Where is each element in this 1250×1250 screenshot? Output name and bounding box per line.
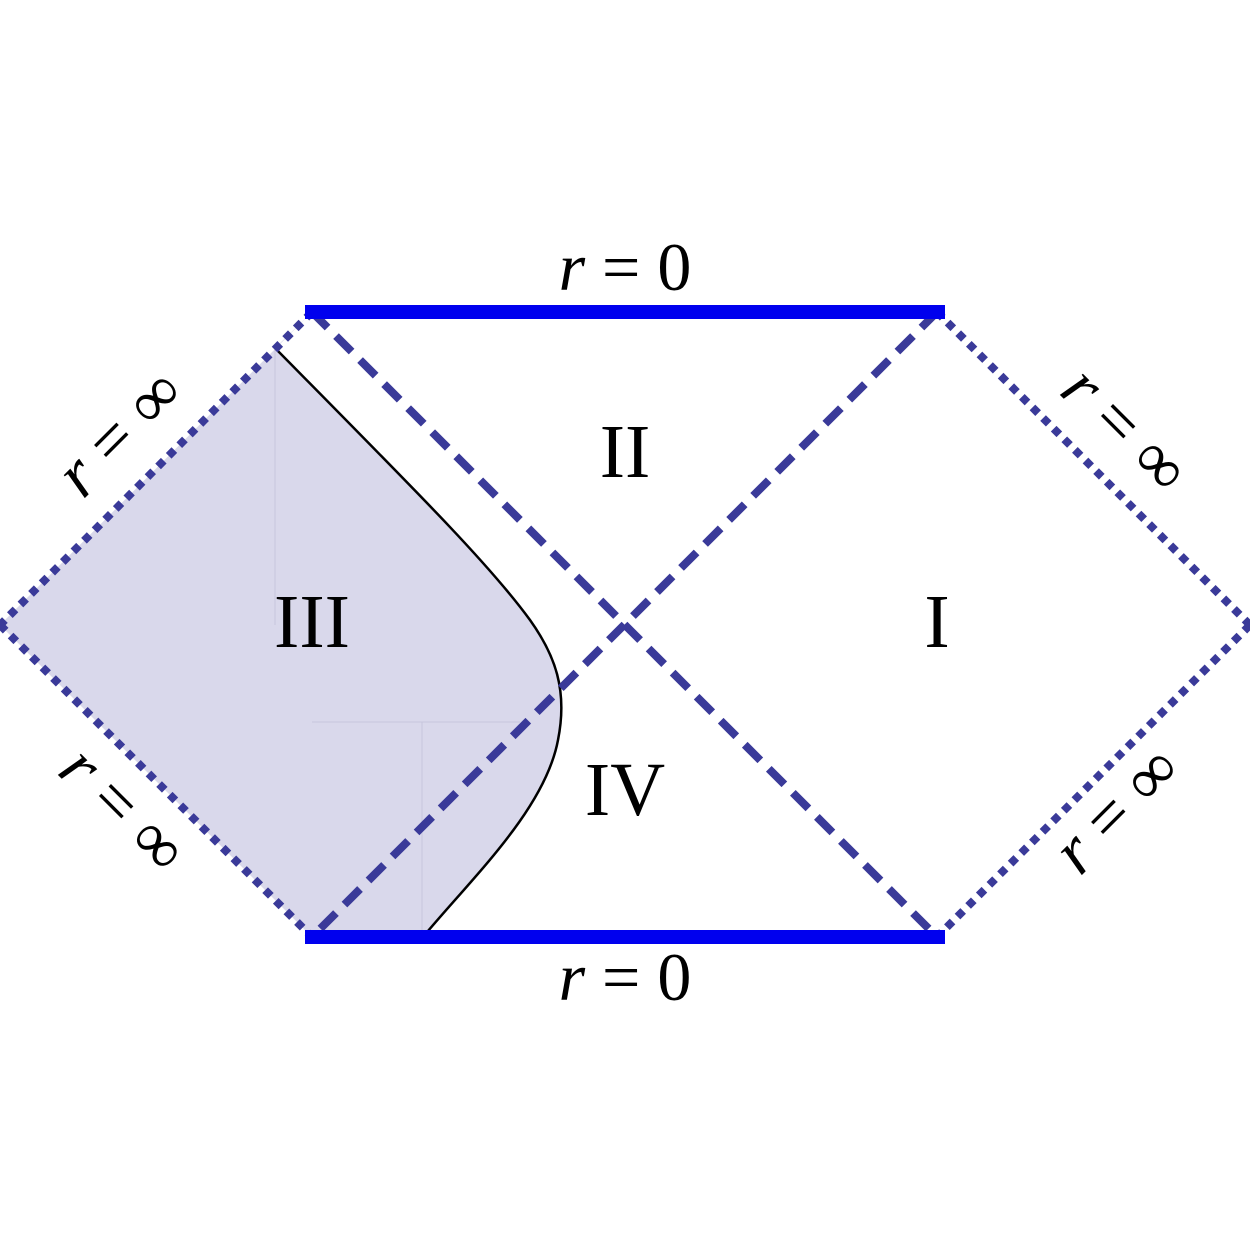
null-infinity	[0, 309, 1250, 940]
label-singularity-bottom: r = 0	[559, 939, 692, 1015]
label-infinity-upper-right: r = ∞	[1047, 350, 1205, 508]
region-label-IV: IV	[585, 748, 665, 832]
label-singularity-top: r = 0	[559, 229, 692, 305]
scri-lower-left	[0, 622, 315, 940]
horizon-future-right	[309, 309, 940, 940]
singularities	[305, 305, 945, 944]
shaded-region	[0, 312, 562, 937]
horizons	[309, 309, 940, 940]
region-label-II: II	[600, 410, 651, 494]
worldline	[274, 347, 563, 938]
horizon-future-left	[309, 309, 940, 940]
region-label-I: I	[924, 580, 949, 664]
region-label-III: III	[274, 580, 350, 664]
